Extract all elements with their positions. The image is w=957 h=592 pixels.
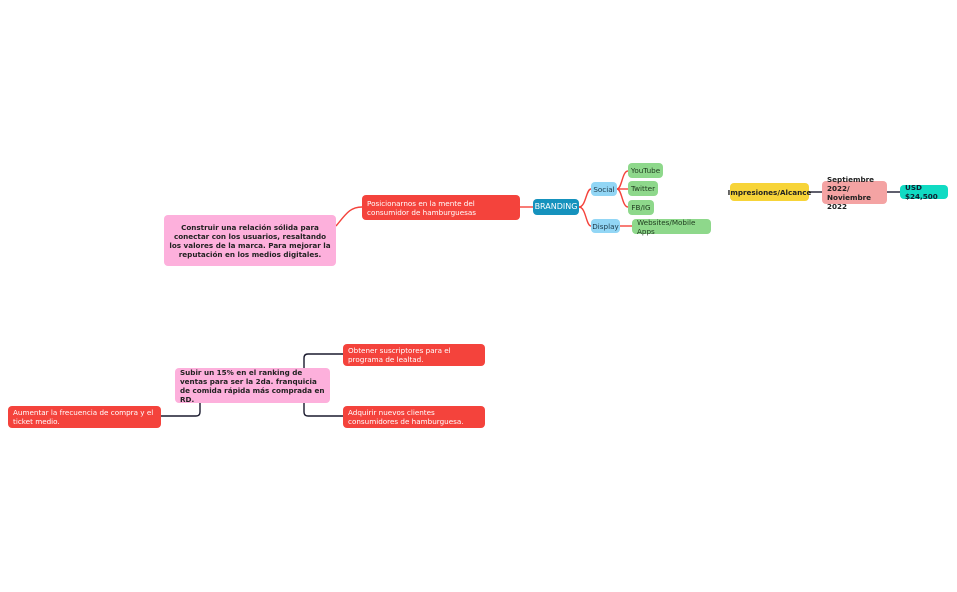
kpi-node-impresiones[interactable]: Impresiones/Alcance	[728, 183, 811, 201]
channel-node-social[interactable]: Social	[591, 182, 617, 196]
budget-node[interactable]: USD $24,500	[900, 183, 948, 201]
objective-node-ranking[interactable]: Subir un 15% en el ranking de ventas par…	[175, 368, 330, 404]
platform-node-youtube[interactable]: YouTube	[628, 163, 663, 178]
edge-objective2-goal2b	[303, 403, 343, 417]
goal-node-frecuencia[interactable]: Aumentar la frecuencia de compra y el ti…	[8, 406, 161, 428]
channel-node-display[interactable]: Display	[591, 219, 620, 233]
edge-objective2-goal2c	[161, 403, 201, 417]
platform-node-websites[interactable]: Websites/Mobile Apps	[632, 218, 711, 236]
platform-node-fbig[interactable]: FB/IG	[628, 200, 654, 215]
goal-node-posicionarnos[interactable]: Posicionarnos en la mente del consumidor…	[362, 195, 520, 220]
edge-social-fbig	[616, 188, 629, 208]
goal-node-nuevos-clientes[interactable]: Adquirir nuevos clientes consumidores de…	[343, 406, 485, 428]
objective-node-relacion[interactable]: Construir una relación sólida para conec…	[164, 215, 336, 266]
edge-social-youtube	[616, 170, 629, 190]
edge-objective1-goal1	[335, 206, 363, 227]
edge-branding-social	[578, 188, 592, 208]
edge-branding-display	[578, 206, 592, 227]
goal-node-suscriptores[interactable]: Obtener suscriptores para el programa de…	[343, 344, 485, 366]
branding-node[interactable]: BRANDING	[533, 199, 579, 215]
date-node-periodo[interactable]: Septiembre 2022/ Noviembre 2022	[822, 175, 887, 211]
platform-node-twitter[interactable]: Twitter	[628, 181, 658, 196]
edge-objective2-goal2a	[303, 353, 343, 368]
